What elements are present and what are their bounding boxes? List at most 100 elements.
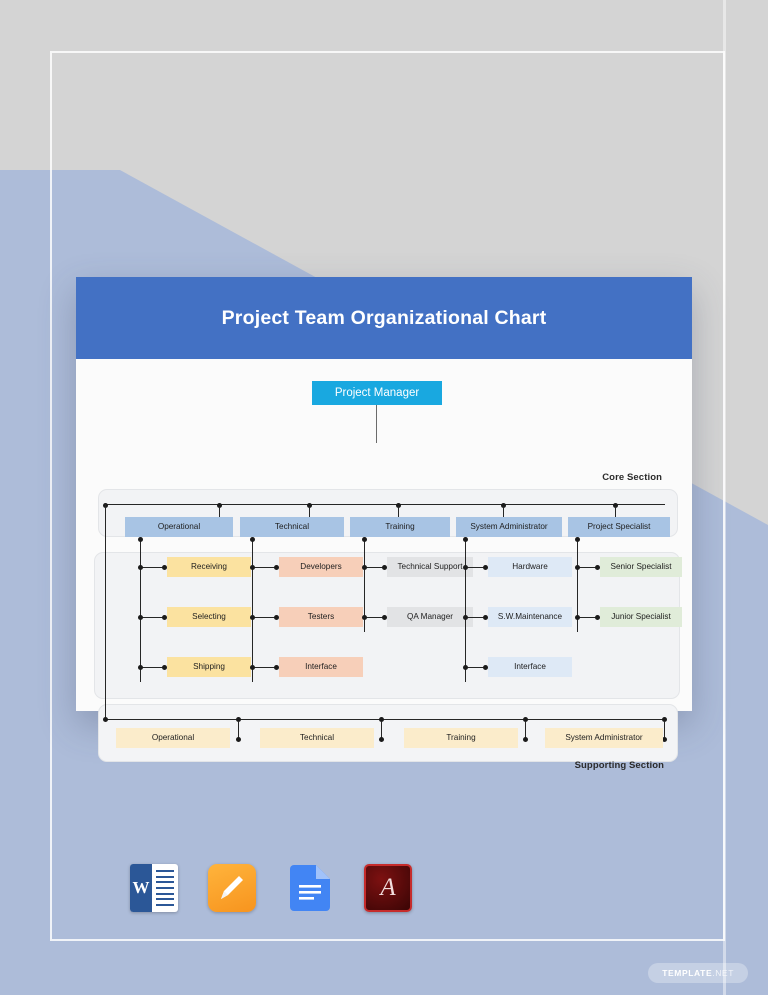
dot-supporting-bus-1	[236, 717, 241, 722]
connector-col4-branch-1	[467, 567, 487, 569]
node-core-operational[interactable]: Operational	[125, 517, 233, 537]
connector-col1-branch-2	[142, 617, 166, 619]
dot-col4-b2-l	[463, 615, 468, 620]
dot-col3-top	[362, 537, 367, 542]
dot-core-bus-5	[613, 502, 618, 508]
dot-col1-b2-r	[162, 615, 167, 620]
node-supporting-system-administrator[interactable]: System Administrator	[545, 728, 663, 748]
node-core-technical[interactable]: Technical	[240, 517, 344, 537]
connector-col2-branch-3	[254, 667, 278, 669]
connector-core-drop-3	[398, 506, 400, 519]
core-section-caption: Core Section	[602, 472, 662, 483]
connector-root-stem	[376, 405, 378, 443]
connector-col3-branch-1	[366, 567, 386, 569]
dot-col1-b3-r	[162, 665, 167, 670]
microsoft-word-icon[interactable]: W	[130, 864, 178, 912]
dot-col2-top	[250, 537, 255, 542]
dot-core-bus-1	[217, 502, 222, 508]
connector-supporting-drop-1	[238, 721, 240, 739]
dot-col5-b1-r	[595, 565, 600, 570]
node-interface-sysadmin[interactable]: Interface	[488, 657, 572, 677]
node-developers[interactable]: Developers	[279, 557, 363, 577]
node-receiving[interactable]: Receiving	[167, 557, 251, 577]
dot-col4-b1-l	[463, 565, 468, 570]
node-junior-specialist[interactable]: Junior Specialist	[600, 607, 682, 627]
watermark-brand: TEMPLATE	[662, 968, 713, 978]
connector-col2-spine	[252, 539, 254, 682]
node-senior-specialist[interactable]: Senior Specialist	[600, 557, 682, 577]
node-supporting-technical[interactable]: Technical	[260, 728, 374, 748]
node-hardware[interactable]: Hardware	[488, 557, 572, 577]
node-selecting[interactable]: Selecting	[167, 607, 251, 627]
connector-col2-branch-1	[254, 567, 278, 569]
connector-col3-branch-2	[366, 617, 386, 619]
dot-col5-top	[575, 537, 580, 542]
watermark-suffix: .NET	[712, 968, 734, 978]
node-testers[interactable]: Testers	[279, 607, 363, 627]
dot-col4-b3-r	[483, 665, 488, 670]
dot-supporting-drop-2	[379, 737, 384, 742]
connector-col1-branch-3	[142, 667, 166, 669]
connector-col4-branch-3	[467, 667, 487, 669]
page-title: Project Team Organizational Chart	[221, 306, 547, 329]
connector-col2-branch-2	[254, 617, 278, 619]
document-header: Project Team Organizational Chart	[76, 277, 692, 359]
node-core-training[interactable]: Training	[350, 517, 450, 537]
connector-col1-spine	[140, 539, 142, 682]
node-shipping[interactable]: Shipping	[167, 657, 251, 677]
adobe-pdf-icon[interactable]: A	[364, 864, 412, 912]
dot-supporting-bus-2	[379, 717, 384, 722]
dot-supporting-bus-4	[662, 717, 667, 722]
pencil-glyph	[221, 876, 243, 899]
connector-col4-branch-2	[467, 617, 487, 619]
connector-col1-branch-1	[142, 567, 166, 569]
dot-col5-b1-l	[575, 565, 580, 570]
connector-supporting-drop-3	[525, 721, 527, 739]
dot-col4-b2-r	[483, 615, 488, 620]
node-qa-manager[interactable]: QA Manager	[387, 607, 473, 627]
node-supporting-training[interactable]: Training	[404, 728, 518, 748]
dot-col1-b3-l	[138, 665, 143, 670]
dot-col5-b2-l	[575, 615, 580, 620]
template-net-watermark: TEMPLATE.NET	[648, 963, 748, 983]
dot-core-bus-2	[307, 502, 312, 508]
dot-supporting-drop-1	[236, 737, 241, 742]
node-sw-maintenance[interactable]: S.W.Maintenance	[488, 607, 572, 627]
node-project-manager[interactable]: Project Manager	[312, 381, 442, 405]
connector-supporting-drop-2	[381, 721, 383, 739]
node-technical-support[interactable]: Technical Support	[387, 557, 473, 577]
connector-supporting-bus	[105, 719, 665, 721]
node-core-project-specialist[interactable]: Project Specialist	[568, 517, 670, 537]
connector-core-drop-1	[219, 506, 221, 519]
connector-col3-spine	[364, 539, 366, 632]
dot-col2-b3-l	[250, 665, 255, 670]
supporting-section-caption: Supporting Section	[574, 760, 664, 771]
connector-left-spine	[105, 504, 107, 719]
connector-supporting-drop-4	[664, 721, 666, 739]
dot-col2-b2-r	[274, 615, 279, 620]
dot-col1-b1-r	[162, 565, 167, 570]
apple-pages-icon[interactable]	[208, 864, 256, 912]
dot-col2-b1-r	[274, 565, 279, 570]
node-core-system-administrator[interactable]: System Administrator	[456, 517, 562, 537]
connector-col4-spine	[465, 539, 467, 682]
word-letter: W	[130, 864, 152, 912]
dot-col4-b1-r	[483, 565, 488, 570]
background-frame-border	[50, 51, 725, 941]
org-chart: Core Section Supporting Section Project …	[76, 359, 692, 771]
dot-supporting-drop-4	[662, 737, 667, 742]
dot-col1-b1-l	[138, 565, 143, 570]
node-interface-technical[interactable]: Interface	[279, 657, 363, 677]
connector-core-drop-4	[503, 506, 505, 519]
file-format-icons: W A	[130, 864, 412, 912]
dot-col4-b3-l	[463, 665, 468, 670]
connector-core-bus	[105, 504, 665, 506]
dot-col1-b2-l	[138, 615, 143, 620]
dot-col2-b1-l	[250, 565, 255, 570]
connector-col5-branch-2	[579, 617, 599, 619]
google-docs-icon[interactable]	[286, 864, 334, 912]
dot-supporting-drop-3	[523, 737, 528, 742]
node-supporting-operational[interactable]: Operational	[116, 728, 230, 748]
dot-col4-top	[463, 537, 468, 542]
adobe-letter: A	[380, 874, 396, 901]
